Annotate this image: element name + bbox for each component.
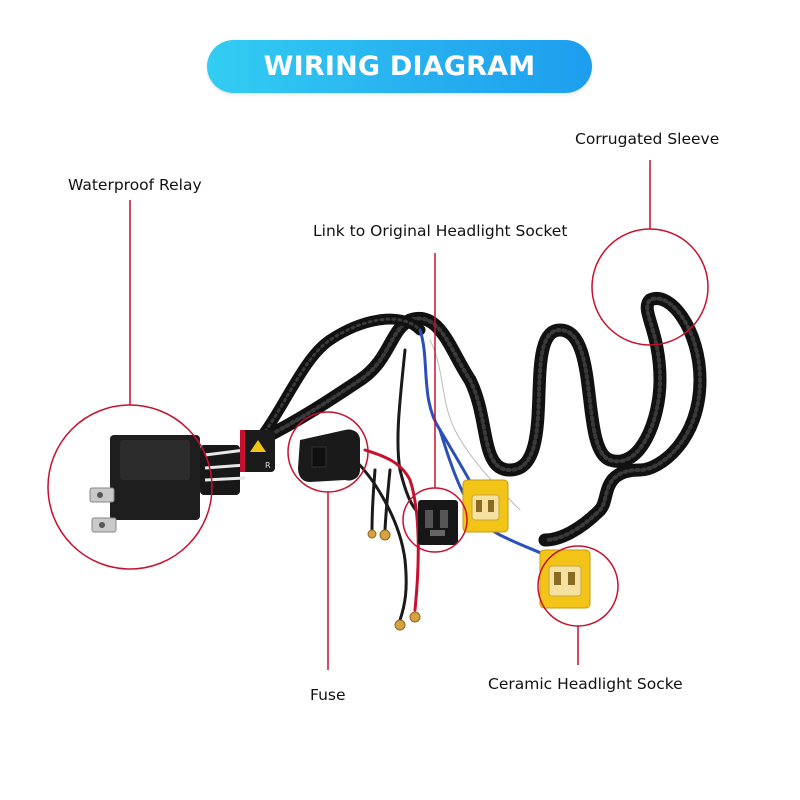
relay-sticker-text: R: [265, 461, 271, 470]
title-banner: WIRING DIAGRAM: [207, 40, 592, 93]
ring-terminals: [367, 529, 421, 631]
relay-illustration: R: [89, 430, 275, 533]
callout-corrugated-sleeve: Corrugated Sleeve: [575, 130, 720, 148]
callout-link-headlight-socket: Link to Original Headlight Socket: [313, 222, 568, 240]
callout-ceramic-socket: Ceramic Headlight Socke: [488, 675, 683, 693]
callout-lines: [47, 160, 709, 670]
ceramic-socket-illustration-1: [462, 479, 509, 533]
fuse-illustration: [298, 429, 360, 482]
corrugated-sleeve-harness: [244, 292, 707, 547]
ceramic-socket-illustration-2: [539, 549, 591, 609]
callout-waterproof-relay: Waterproof Relay: [68, 176, 202, 194]
diagram-title: WIRING DIAGRAM: [263, 51, 536, 82]
callout-fuse: Fuse: [310, 686, 346, 704]
h4-plug-illustration: [418, 500, 458, 545]
